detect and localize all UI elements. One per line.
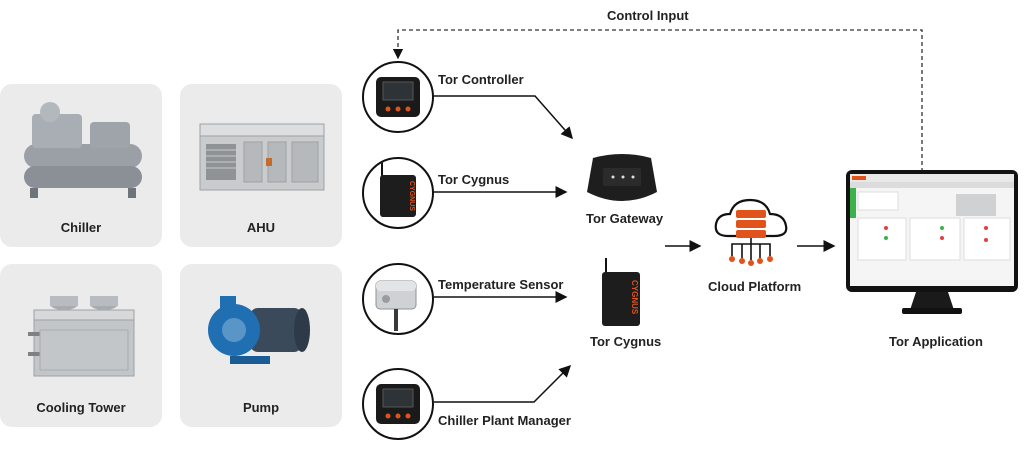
ahu-image [199,123,325,191]
tor-gateway-image [587,154,657,201]
ahu-label: AHU [246,220,276,235]
cooling-tower-label: Cooling Tower [36,400,126,415]
chiller-plant-manager-image [376,384,420,424]
tor-gateway-label: Tor Gateway [586,211,664,226]
temperature-sensor-circle [362,263,434,335]
tor-cygnus-device-circle: CYGNUS [362,157,434,229]
cygnus-device-brand: CYGNUS [408,181,415,211]
chiller-image [24,102,142,198]
temperature-sensor-label: Temperature Sensor [438,277,564,292]
cloud-platform-label: Cloud Platform [708,279,802,294]
tor-controller-image [376,77,420,117]
monitor-image [846,170,1018,314]
pump-label: Pump [242,400,280,415]
cygnus-hub-brand: CYGNUS [630,280,639,315]
chiller-plant-manager-label: Chiller Plant Manager [438,413,571,428]
cloud-icon [714,198,788,266]
cpm-to-cygnus-arrow [434,364,572,403]
control-input-line [392,29,923,172]
tor-controller-circle [362,61,434,133]
controller-to-gateway-arrow [434,95,573,140]
tor-cygnus-hub-image: CYGNUS [602,258,640,326]
chiller-label: Chiller [60,220,102,235]
temperature-sensor-image [375,280,417,331]
pump-image [208,296,310,364]
chiller-plant-manager-circle [362,368,434,440]
tor-application-label: Tor Application [889,334,983,349]
tor-cygnus-device-label: Tor Cygnus [438,172,510,187]
card-ahu: AHU [180,84,342,247]
tor-controller-label: Tor Controller [438,72,524,87]
tor-cygnus-device-image: CYGNUS [380,161,416,217]
card-chiller: Chiller [0,84,162,247]
card-pump: Pump [180,264,342,427]
card-cooling-tower: Cooling Tower [0,264,162,427]
cooling-tower-image [28,296,135,377]
control-input-label: Control Input [607,8,689,23]
tor-cygnus-hub-label: Tor Cygnus [590,334,662,349]
